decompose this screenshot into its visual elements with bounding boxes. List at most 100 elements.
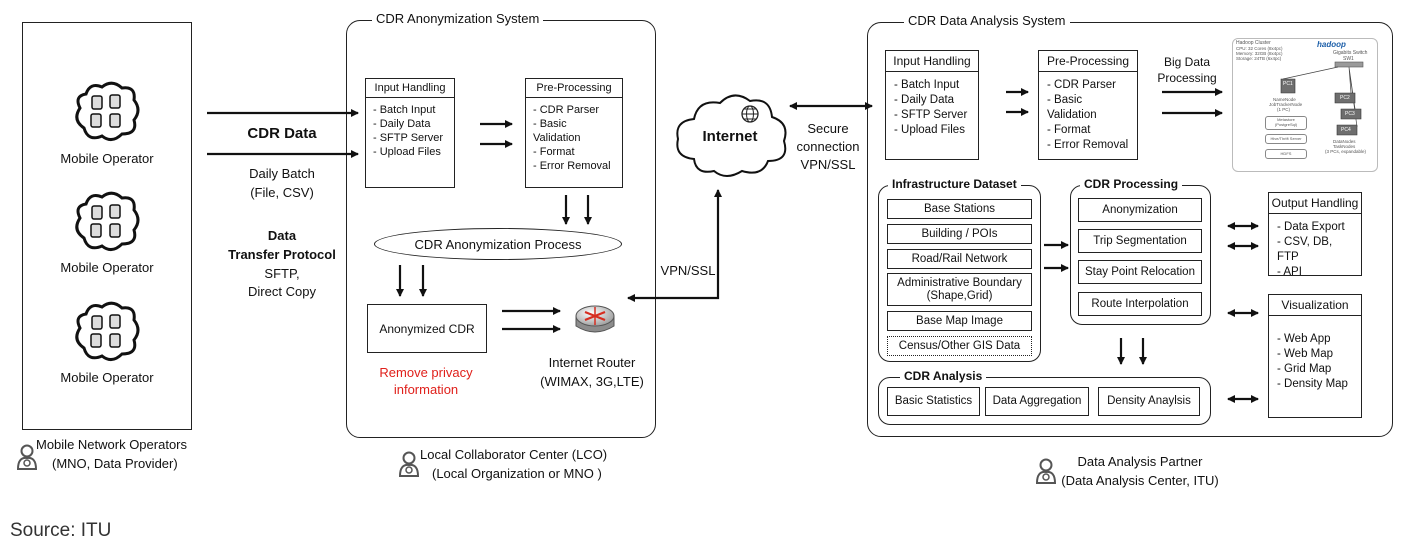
- operator-label: Mobile Operator: [60, 260, 154, 275]
- list-item: - Error Removal: [533, 160, 611, 172]
- namenode-label-2: JobTrackerNode: [1269, 102, 1303, 107]
- router-label-1: Internet Router: [548, 355, 636, 370]
- protocol-title-1: Data: [267, 228, 297, 243]
- infra-item-base-stations: Base Stations: [887, 199, 1032, 219]
- metastore-label-1: Metastore: [1277, 117, 1295, 122]
- datanodes-label-2: TaskNodes: [1333, 144, 1356, 149]
- analysis-item-data-aggregation: Data Aggregation: [985, 387, 1089, 416]
- namenode-label-1: NameNode: [1273, 97, 1296, 102]
- pc2-label: PC2: [1340, 95, 1350, 101]
- hdfs-label: HDFS: [1280, 151, 1292, 156]
- mobile-operator-3: Mobile Operator: [22, 300, 192, 390]
- hdfs-box: HDFS: [1265, 149, 1307, 159]
- module-title: Pre-Processing: [1039, 51, 1137, 72]
- list-item: - SFTP Server: [894, 109, 968, 121]
- processing-item-stay-point: Stay Point Relocation: [1078, 260, 1202, 284]
- namenode-label-3: (1 PC): [1277, 107, 1291, 112]
- operator-label: Mobile Operator: [60, 370, 154, 385]
- anon-input-handling: Input Handling - Batch Input - Daily Dat…: [365, 78, 455, 188]
- cdr-analysis-title: CDR Analysis: [900, 369, 987, 383]
- phone-cluster-icon: [75, 81, 140, 141]
- protocol-1: SFTP,: [264, 266, 300, 281]
- module-title: Output Handling: [1269, 193, 1361, 214]
- mobile-operator-1: Mobile Operator: [22, 80, 192, 170]
- switch-label-2: SW1: [1343, 56, 1354, 62]
- list-item: - API: [1277, 266, 1302, 278]
- lco-caption-1: Local Collaborator Center (LCO): [420, 447, 608, 462]
- module-title: Visualization: [1269, 295, 1361, 316]
- partner-caption-2: (Data Analysis Center, ITU): [1061, 473, 1219, 488]
- process-label: CDR Anonymization Process: [414, 236, 582, 252]
- infrastructure-dataset-title: Infrastructure Dataset: [888, 177, 1021, 191]
- mno-caption-2: (MNO, Data Provider): [52, 456, 178, 471]
- admin-boundary-sub: (Shape,Grid): [926, 289, 993, 302]
- list-item: - Daily Data: [373, 118, 431, 130]
- source-note: Source: ITU: [10, 520, 112, 541]
- list-item: - Batch Input: [894, 79, 960, 91]
- mobile-operator-2: Mobile Operator: [22, 190, 192, 280]
- hadoop-cluster-diagram: Hadoop Cluster CPU: 32 Cores (8x4pc) Mem…: [1232, 38, 1378, 172]
- operator-label: Mobile Operator: [60, 151, 154, 166]
- hadoop-cluster-title: Hadoop Cluster: [1236, 40, 1271, 46]
- analysis-item-density-analysis: Density Anaylsis: [1098, 387, 1200, 416]
- anonymized-cdr-box: Anonymized CDR: [367, 304, 487, 353]
- cdr-processing-title: CDR Processing: [1080, 177, 1183, 191]
- anon-pre-processing: Pre-Processing - CDR Parser - Basic Vali…: [525, 78, 623, 188]
- list-item: - Basic Validation: [533, 118, 581, 144]
- module-title: Input Handling: [886, 51, 978, 72]
- datanodes-label-1: DataNodes: [1333, 139, 1356, 144]
- list-item: - CSV, DB, FTP: [1277, 236, 1333, 263]
- list-item: - Upload Files: [373, 146, 441, 158]
- visualization-box: Visualization - Web App - Web Map - Grid…: [1268, 294, 1362, 418]
- internet-cloud-icon: [676, 94, 787, 177]
- phone-cluster-icon: [75, 301, 140, 361]
- hadoop-spec-1: CPU: 32 Cores (8x4pc): [1236, 46, 1283, 51]
- processing-item-route-interpolation: Route Interpolation: [1078, 292, 1202, 316]
- person-icon: [1035, 458, 1057, 484]
- pc3-label: PC3: [1345, 111, 1355, 117]
- infra-item-census: Census/Other GIS Data: [887, 336, 1032, 356]
- analysis-input-handling: Input Handling - Batch Input - Daily Dat…: [885, 50, 979, 160]
- infra-item-buildings: Building / POIs: [887, 224, 1032, 244]
- admin-boundary-label: Administrative Boundary: [897, 276, 1022, 289]
- router-label-2: (WIMAX, 3G,LTE): [540, 374, 644, 389]
- output-handling-box: Output Handling - Data Export - CSV, DB,…: [1268, 192, 1362, 278]
- hive-box: Hive/Thrift Server: [1265, 134, 1307, 144]
- list-item: - Daily Data: [894, 94, 955, 106]
- anonymized-cdr-label: Anonymized CDR: [379, 321, 475, 336]
- hadoop-spec-3: Storage: 24TB (6x4pc): [1236, 56, 1282, 61]
- list-item: - Format: [533, 146, 575, 158]
- analysis-item-basic-statistics: Basic Statistics: [887, 387, 980, 416]
- module-title: Input Handling: [366, 79, 454, 98]
- list-item: - Web Map: [1277, 348, 1334, 360]
- router-icon: [575, 305, 615, 333]
- anonymization-system-title: CDR Anonymization System: [372, 11, 544, 26]
- cluster-links: [1280, 61, 1364, 136]
- arrow-router-internet: [627, 189, 722, 302]
- datanodes-label-3: (3 PCs, expandable): [1325, 149, 1367, 154]
- internet-label: Internet: [702, 128, 758, 145]
- phone-cluster-icon: [75, 191, 140, 251]
- infra-item-base-map: Base Map Image: [887, 311, 1032, 331]
- lco-caption-2: (Local Organization or MNO ): [432, 466, 602, 481]
- globe-icon: [741, 105, 759, 123]
- analysis-pre-processing: Pre-Processing - CDR Parser - Basic Vali…: [1038, 50, 1138, 160]
- pc4-label: PC4: [1341, 127, 1351, 133]
- hive-label: Hive/Thrift Server: [1270, 136, 1302, 141]
- anonymization-process-ellipse: CDR Anonymization Process: [374, 228, 622, 260]
- infra-item-road-rail: Road/Rail Network: [887, 249, 1032, 269]
- list-item: - CDR Parser: [533, 104, 600, 116]
- mno-caption-1: Mobile Network Operators: [36, 437, 187, 452]
- secure-label-2: connection: [796, 139, 860, 154]
- secure-label-3: VPN/SSL: [800, 157, 856, 172]
- processing-item-anonymization: Anonymization: [1078, 198, 1202, 222]
- list-item: - Web App: [1277, 333, 1331, 345]
- mno-panel: [22, 22, 192, 430]
- list-item: - Density Map: [1277, 378, 1348, 390]
- list-item: - SFTP Server: [373, 132, 444, 144]
- remove-privacy-1: Remove privacy: [379, 365, 473, 380]
- protocol-2: Direct Copy: [248, 284, 316, 299]
- metastore-box: Metastore (PostgreSql): [1265, 116, 1307, 130]
- analysis-system-title: CDR Data Analysis System: [904, 13, 1070, 28]
